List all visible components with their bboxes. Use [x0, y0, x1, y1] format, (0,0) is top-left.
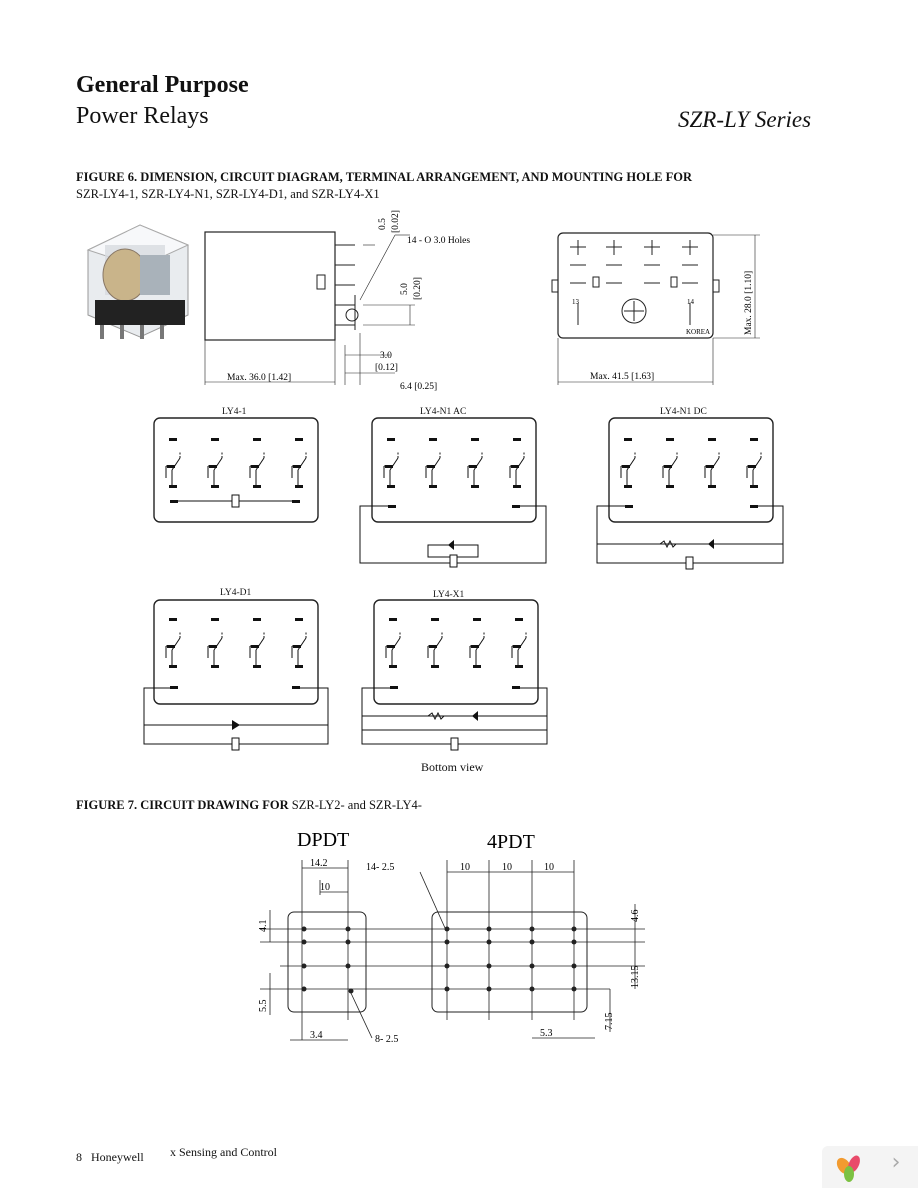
dim-6-4: 6.4 [0.25] — [400, 382, 437, 392]
circuit-label-ly4-1: LY4-1 — [222, 407, 247, 417]
dim-5-3: 5.3 — [540, 1028, 553, 1039]
figure7-caption: FIGURE 7. CIRCUIT DRAWING FOR SZR-LY2- a… — [76, 798, 422, 813]
figure7-caption-title: FIGURE 7. CIRCUIT DRAWING FOR — [76, 798, 289, 812]
figure6-caption-title: FIGURE 6. DIMENSION, CIRCUIT DIAGRAM, TE… — [76, 170, 693, 184]
circuit-ly4-1 — [153, 417, 319, 523]
pin-grid — [551, 240, 720, 325]
holes-label: 14 - Ο 3.0 Holes — [407, 236, 470, 246]
dim-14-2: 14.2 — [310, 858, 328, 869]
dim-10-b: 10 — [502, 862, 512, 873]
korea-mark: KOREA — [686, 328, 710, 336]
footer-brand: Honeywell — [91, 1150, 144, 1164]
dim-0-02: [0.02] — [391, 210, 401, 233]
circuit-ly4-x1 — [361, 599, 548, 751]
dpdt-heading: DPDT — [297, 829, 349, 851]
bottom-view-label: Bottom view — [421, 760, 484, 774]
fourpdt-heading: 4PDT — [487, 831, 535, 853]
dim-3-0: 3.0 — [380, 351, 392, 361]
circuit-label-ly4-n1-dc: LY4-N1 DC — [660, 407, 707, 417]
dim-max-36: Max. 36.0 [1.42] — [227, 373, 291, 383]
dim-10-c: 10 — [544, 862, 554, 873]
dim-3-4: 3.4 — [310, 1030, 323, 1041]
page-subtitle: Power Relays — [76, 103, 209, 129]
dim-7-15: 7.15 — [604, 1013, 615, 1031]
terminal-14: 14 — [687, 298, 695, 306]
dim-0-12: [0.12] — [375, 363, 398, 373]
circuit-label-ly4-n1-ac: LY4-N1 AC — [420, 407, 467, 417]
page-number: 8 — [76, 1150, 82, 1164]
footer-division: x Sensing and Control — [170, 1145, 277, 1159]
dim-0-20: [0.20] — [413, 277, 423, 300]
dim-max-28: Max. 28.0 [1.10] — [744, 271, 754, 335]
circuit-ly4-d1 — [143, 599, 329, 751]
next-page-button[interactable]: › — [891, 1150, 901, 1175]
side-dimension-drawing: 0.5 [0.02] 14 - Ο 3.0 Holes 5.0 [0.20] 3… — [204, 210, 470, 392]
circuit-ly4-n1-dc — [596, 417, 784, 570]
pin-holes — [301, 926, 577, 994]
viewer-logo-icon — [836, 1155, 860, 1182]
bottom-dimension-drawing: 13 14 KOREA Max. 28.0 [1.10] Max. 41.5 [… — [551, 232, 760, 385]
dim-4-1: 4.1 — [258, 920, 269, 933]
holes-8: 8- 2.5 — [375, 1034, 398, 1045]
figure6-caption-models: SZR-LY4-1, SZR-LY4-N1, SZR-LY4-D1, and S… — [76, 187, 380, 201]
figure7-drawing: DPDT 4PDT 14.2 10 — [258, 829, 645, 1045]
circuit-diagrams — [143, 417, 784, 751]
dim-5-5: 5.5 — [258, 1000, 269, 1013]
circuit-label-ly4-d1: LY4-D1 — [220, 588, 252, 598]
relay-photo — [86, 224, 190, 339]
holes-14: 14- 2.5 — [366, 862, 394, 873]
dim-13-15: 13.15 — [630, 966, 641, 989]
dim-5-0: 5.0 — [400, 283, 410, 295]
terminal-13: 13 — [572, 298, 580, 306]
series-name: SZR-LY Series — [678, 107, 812, 132]
circuit-label-ly4-x1: LY4-X1 — [433, 590, 465, 600]
figure7-caption-models: SZR-LY2- and SZR-LY4- — [288, 798, 422, 812]
page-title: General Purpose — [76, 72, 249, 98]
circuit-ly4-n1-ac — [359, 417, 547, 568]
figure6-caption: FIGURE 6. DIMENSION, CIRCUIT DIAGRAM, TE… — [76, 170, 692, 185]
dim-max-41-5: Max. 41.5 [1.63] — [590, 372, 654, 382]
dim-4-6: 4.6 — [630, 910, 641, 923]
dim-10-a: 10 — [460, 862, 470, 873]
dim-10-dpdt: 10 — [320, 882, 330, 893]
viewer-nav: › — [822, 1146, 918, 1188]
dim-0-5: 0.5 — [378, 218, 388, 230]
